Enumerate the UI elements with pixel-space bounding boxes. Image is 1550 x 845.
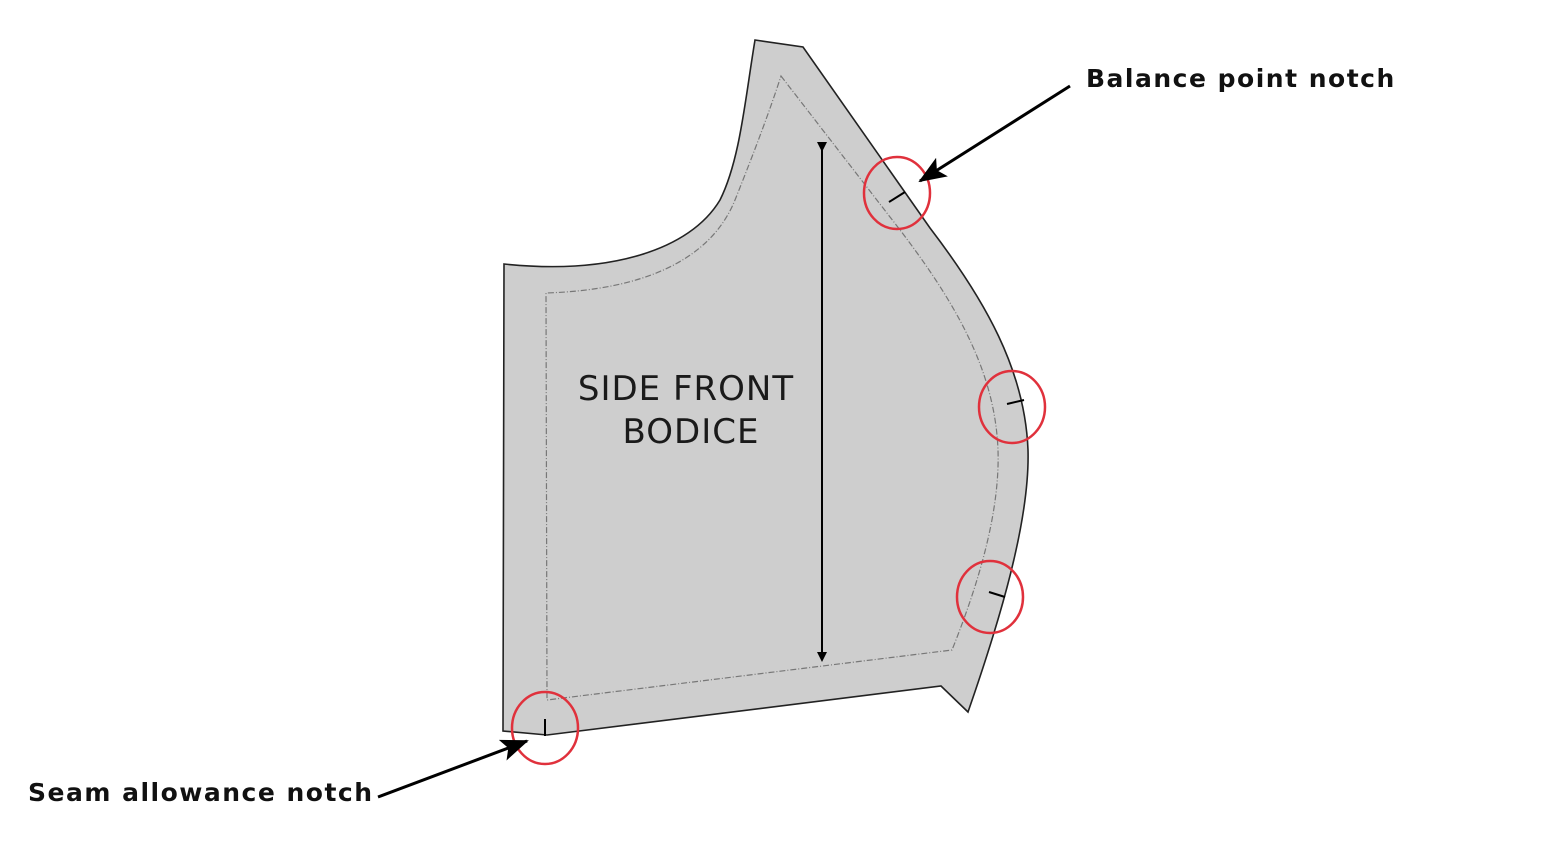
balance-notch-mark: [888, 191, 906, 203]
seam-callout-arrow: [377, 739, 529, 799]
armhole-notch-mark-lower: [988, 591, 1006, 598]
piece-title-line1: SIDE FRONT: [577, 369, 795, 409]
balance-point-notch-label: Balance point notch: [1086, 64, 1396, 93]
seam-line: [545, 74, 999, 701]
piece-title-line2: BODICE: [622, 412, 760, 452]
highlight-circle-balance: [862, 155, 932, 231]
highlight-circle-armhole-upper: [977, 369, 1047, 445]
pattern-piece-outline: [502, 39, 1029, 736]
seam-allowance-notch-label: Seam allowance notch: [28, 778, 374, 807]
highlight-circle-seam: [510, 690, 580, 766]
armhole-notch-mark-upper: [1006, 399, 1025, 405]
highlight-circle-armhole-lower: [955, 559, 1025, 635]
balance-callout-arrow: [918, 84, 1071, 183]
